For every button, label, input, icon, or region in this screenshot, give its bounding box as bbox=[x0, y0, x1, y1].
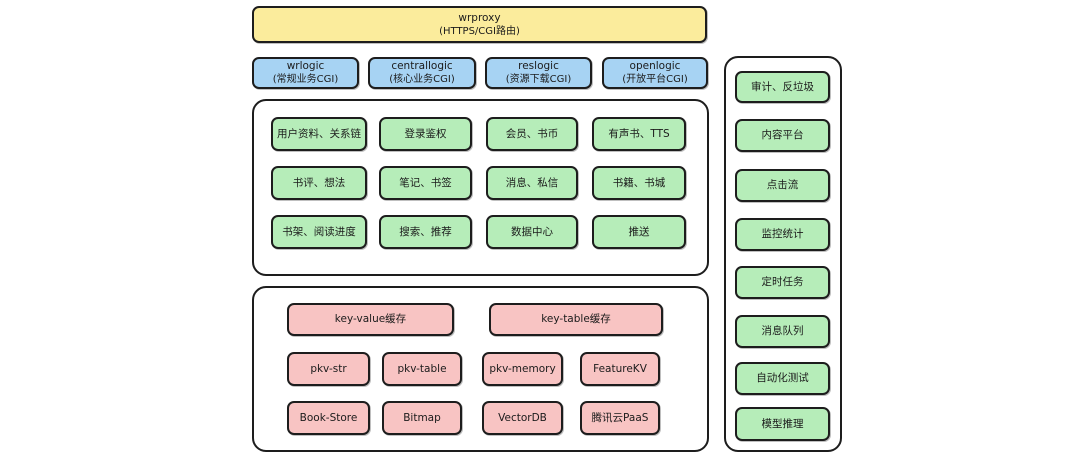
side-service-box: 自动化测试 bbox=[735, 362, 830, 395]
service-box: 用户资料、关系链 bbox=[271, 117, 367, 151]
side-service-label: 模型推理 bbox=[761, 417, 804, 430]
service-label: 消息、私信 bbox=[505, 176, 559, 189]
store-label: pkv-memory bbox=[489, 362, 556, 375]
service-box: 书籍、书城 bbox=[592, 166, 686, 200]
logic-subtitle: (常规业务CGI) bbox=[272, 74, 339, 86]
store-box: pkv-table bbox=[382, 352, 462, 386]
store-label: VectorDB bbox=[498, 411, 547, 424]
store-label: FeatureKV bbox=[593, 362, 647, 375]
wrproxy-subtitle: (HTTPS/CGI路由) bbox=[439, 25, 520, 37]
service-label: 书评、想法 bbox=[292, 176, 346, 189]
service-label: 有声书、TTS bbox=[608, 127, 670, 140]
store-label: Book-Store bbox=[299, 411, 358, 424]
service-box: 笔记、书签 bbox=[379, 166, 472, 200]
side-service-box: 审计、反垃圾 bbox=[735, 71, 830, 103]
side-service-label: 自动化测试 bbox=[756, 372, 809, 385]
cache-label: key-table缓存 bbox=[541, 313, 611, 326]
side-service-box: 内容平台 bbox=[735, 119, 830, 152]
side-service-label: 定时任务 bbox=[761, 276, 804, 289]
service-box: 推送 bbox=[592, 215, 686, 249]
wrproxy-title: wrproxy bbox=[458, 11, 501, 24]
logic-box-wrlogic: wrlogic (常规业务CGI) bbox=[252, 57, 359, 89]
service-box: 搜索、推荐 bbox=[379, 215, 472, 249]
service-box: 数据中心 bbox=[486, 215, 578, 249]
store-label: Bitmap bbox=[403, 411, 441, 424]
logic-title: reslogic bbox=[518, 60, 559, 73]
logic-title: wrlogic bbox=[286, 60, 325, 73]
service-label: 笔记、书签 bbox=[399, 176, 452, 189]
logic-box-openlogic: openlogic (开放平台CGI) bbox=[602, 57, 708, 89]
cache-label: key-value缓存 bbox=[334, 313, 407, 326]
service-label: 登录鉴权 bbox=[404, 127, 447, 140]
service-box: 书评、想法 bbox=[271, 166, 367, 200]
service-label: 数据中心 bbox=[511, 225, 553, 238]
service-box: 会员、书币 bbox=[486, 117, 578, 151]
side-service-box: 点击流 bbox=[735, 169, 830, 202]
logic-title: openlogic bbox=[629, 60, 681, 73]
store-box: Bitmap bbox=[382, 401, 462, 435]
logic-subtitle: (资源下载CGI) bbox=[505, 74, 572, 86]
cache-box: key-table缓存 bbox=[489, 303, 663, 336]
side-service-label: 监控统计 bbox=[761, 228, 804, 241]
side-service-label: 内容平台 bbox=[761, 129, 804, 142]
service-label: 书籍、书城 bbox=[612, 176, 666, 189]
side-service-box: 模型推理 bbox=[735, 407, 830, 441]
store-box: pkv-memory bbox=[482, 352, 563, 386]
side-service-box: 定时任务 bbox=[735, 266, 830, 299]
side-service-box: 消息队列 bbox=[735, 315, 830, 348]
store-box: VectorDB bbox=[482, 401, 563, 435]
store-label: 腾讯云PaaS bbox=[591, 411, 649, 424]
store-label: pkv-str bbox=[310, 362, 347, 375]
cache-box: key-value缓存 bbox=[287, 303, 454, 336]
service-label: 推送 bbox=[628, 225, 650, 238]
wrproxy-box: wrproxy (HTTPS/CGI路由) bbox=[252, 6, 707, 43]
service-label: 会员、书币 bbox=[505, 127, 559, 140]
logic-box-reslogic: reslogic (资源下载CGI) bbox=[485, 57, 592, 89]
store-box: FeatureKV bbox=[580, 352, 660, 386]
store-box: Book-Store bbox=[287, 401, 370, 435]
side-service-label: 消息队列 bbox=[761, 325, 804, 338]
side-service-box: 监控统计 bbox=[735, 218, 830, 251]
service-label: 用户资料、关系链 bbox=[277, 127, 361, 140]
store-box: 腾讯云PaaS bbox=[580, 401, 660, 435]
logic-box-centrallogic: centrallogic (核心业务CGI) bbox=[368, 57, 476, 89]
store-label: pkv-table bbox=[397, 362, 447, 375]
service-box: 书架、阅读进度 bbox=[271, 215, 367, 249]
service-box: 消息、私信 bbox=[486, 166, 578, 200]
side-service-label: 点击流 bbox=[766, 179, 799, 192]
service-label: 搜索、推荐 bbox=[399, 225, 452, 238]
logic-subtitle: (开放平台CGI) bbox=[622, 74, 688, 86]
service-box: 登录鉴权 bbox=[379, 117, 472, 151]
store-box: pkv-str bbox=[287, 352, 370, 386]
side-service-label: 审计、反垃圾 bbox=[751, 80, 814, 93]
service-label: 书架、阅读进度 bbox=[282, 225, 356, 238]
logic-subtitle: (核心业务CGI) bbox=[389, 74, 455, 86]
service-box: 有声书、TTS bbox=[592, 117, 686, 151]
logic-title: centrallogic bbox=[391, 60, 453, 73]
